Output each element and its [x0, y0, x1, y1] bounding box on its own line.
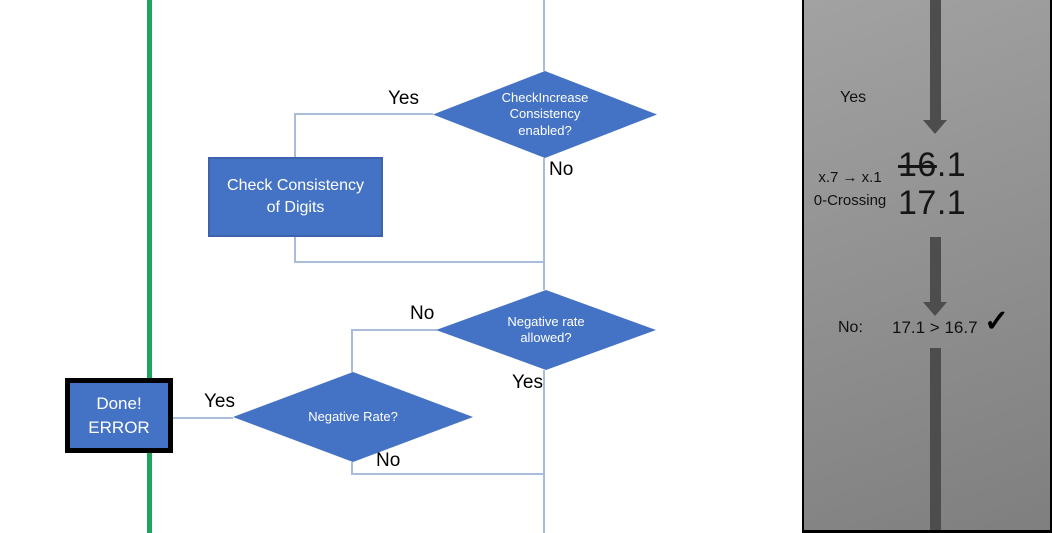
decision-check-increase-label: CheckIncrease Consistency enabled? [501, 90, 589, 138]
example-values: 16.1 17.1 [898, 146, 966, 222]
decision-negative-rate: Negative Rate? [233, 372, 473, 462]
label-d1-no: No [549, 159, 574, 180]
down-arrow-3-shaft [930, 348, 941, 530]
label-d3-yes: Yes [204, 391, 235, 412]
connector-into-checkbox [294, 113, 296, 159]
down-arrow-1-head-icon [923, 120, 947, 134]
connector-d3-yes [173, 417, 233, 419]
down-arrow-1-shaft [930, 0, 941, 120]
old-value-rest: .1 [936, 146, 967, 184]
old-value-struck: 16 [898, 146, 937, 184]
rule-line2: 0-Crossing [813, 192, 887, 209]
old-value: 16.1 [898, 146, 966, 184]
connector-out-of-checkbox [294, 237, 296, 263]
decision-negative-rate-allowed-label: Negative rate allowed? [507, 313, 585, 345]
connector-d2-no [352, 329, 437, 331]
decision-negative-rate-allowed: Negative rate allowed? [436, 290, 656, 370]
terminal-done-error: Done! ERROR [65, 378, 173, 453]
connector-d2-yes-down [543, 370, 545, 533]
connector-return-to-main [294, 261, 545, 263]
comparison-no-label: No: [838, 319, 863, 336]
connector-into-d3 [351, 329, 353, 372]
green-guide-line [147, 0, 152, 533]
checkmark-icon: ✓ [984, 305, 1010, 338]
down-arrow-2-head-icon [923, 302, 947, 316]
rule-text: x.7 → x.1 0-Crossing [805, 166, 895, 212]
label-d3-no: No [376, 450, 401, 471]
comparison-text: 17.1 > 16.7 [892, 318, 978, 337]
new-value: 17.1 [898, 184, 967, 222]
down-arrow-2-shaft [930, 237, 941, 302]
decision-check-increase: CheckIncrease Consistency enabled? [433, 71, 657, 158]
process-check-consistency: Check Consistency of Digits [208, 157, 383, 237]
example-panel: Yes x.7 → x.1 0-Crossing 16.1 17.1 No: 1… [802, 0, 1052, 533]
done-line1: Done! [96, 393, 142, 413]
connector-top-into-d1 [543, 0, 545, 71]
connector-d3-no-right [351, 473, 545, 475]
rule-line1: x.7 → x.1 [818, 169, 882, 186]
process-check-consistency-label: Check Consistency of Digits [227, 177, 364, 216]
label-d1-yes: Yes [388, 88, 419, 109]
label-d2-yes: Yes [512, 372, 543, 393]
decision-negative-rate-label: Negative Rate? [308, 408, 398, 424]
done-line2: ERROR [88, 417, 150, 437]
panel-yes-label: Yes [840, 89, 867, 106]
connector-d3-no-down [351, 462, 353, 475]
connector-d1-yes [295, 113, 433, 115]
connector-d1-no [543, 158, 545, 290]
label-d2-no: No [410, 303, 435, 324]
